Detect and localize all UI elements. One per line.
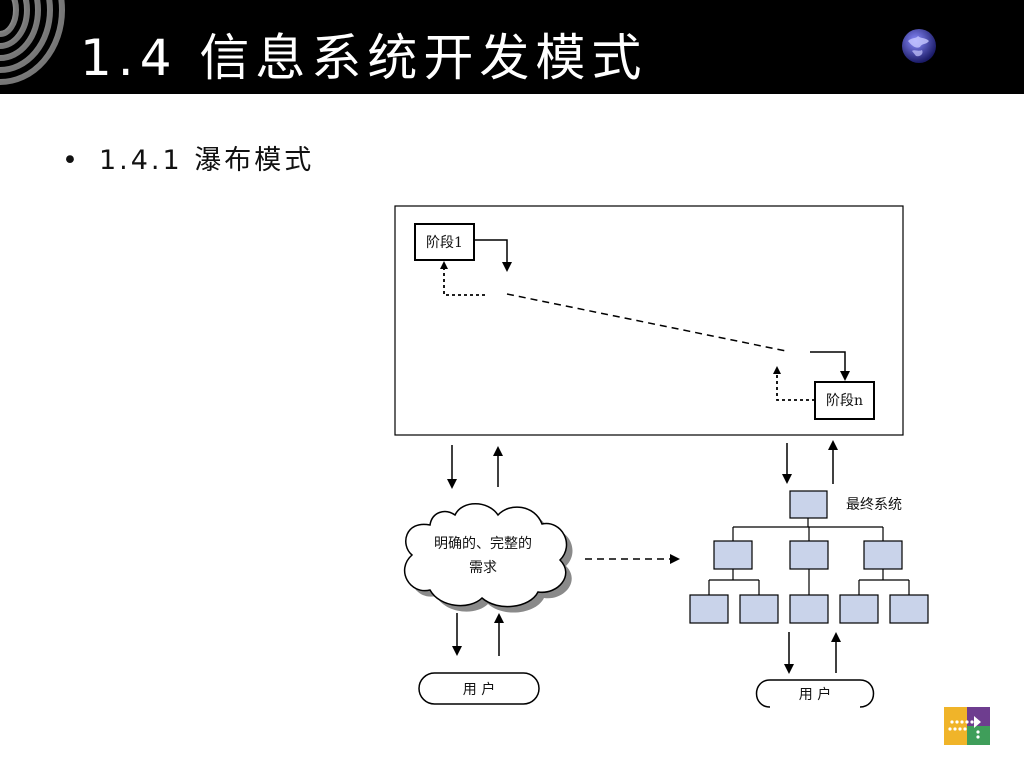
globe-icon xyxy=(902,29,936,63)
bullet-item: •1.4.1 瀑布模式 xyxy=(62,145,315,176)
requirements-label-line1: 明确的、完整的 xyxy=(434,536,532,552)
user-right-label: 用 户 xyxy=(799,686,831,703)
stage-first-feedback-arrow xyxy=(440,261,485,296)
requirements-label-line2: 需求 xyxy=(469,560,497,576)
tree-leaf-node xyxy=(689,594,729,624)
tree-mid-node xyxy=(789,540,829,570)
user-left-node: 用 户 xyxy=(418,672,540,705)
stage-last-forward-arrow xyxy=(810,351,850,381)
tree-leaf-node xyxy=(839,594,879,624)
tree-mid-node xyxy=(863,540,903,570)
stage-last-feedback-arrow xyxy=(773,366,815,401)
page-title: 1.4 信息系统开发模式 xyxy=(80,29,648,87)
tree-leaf-node xyxy=(739,594,779,624)
tree-root-node xyxy=(789,490,828,519)
tree-mid-node xyxy=(713,540,753,570)
stage-first-label: 阶段1 xyxy=(426,235,463,251)
stage-last-box: 阶段n xyxy=(814,381,875,420)
requirements-cloud: 明确的、完整的 需求 xyxy=(403,503,573,613)
final-system-connectors xyxy=(708,518,910,595)
stage-last-label: 阶段n xyxy=(826,393,863,409)
final-system-tree xyxy=(689,490,929,624)
header-bar: 1.4 信息系统开发模式 xyxy=(0,0,1024,94)
bullet-text: 1.4.1 瀑布模式 xyxy=(98,145,315,176)
swirl-logo-icon xyxy=(0,0,65,85)
tree-leaf-node xyxy=(789,594,829,624)
final-system-label: 最终系统 xyxy=(846,497,902,513)
corner-logo-icon xyxy=(944,707,990,745)
stage-first-forward-arrow xyxy=(474,239,512,272)
user-left-label: 用 户 xyxy=(463,681,495,698)
tree-leaf-node xyxy=(889,594,929,624)
stage-first-box: 阶段1 xyxy=(414,223,475,261)
user-right-node: 用 户 xyxy=(755,679,875,708)
